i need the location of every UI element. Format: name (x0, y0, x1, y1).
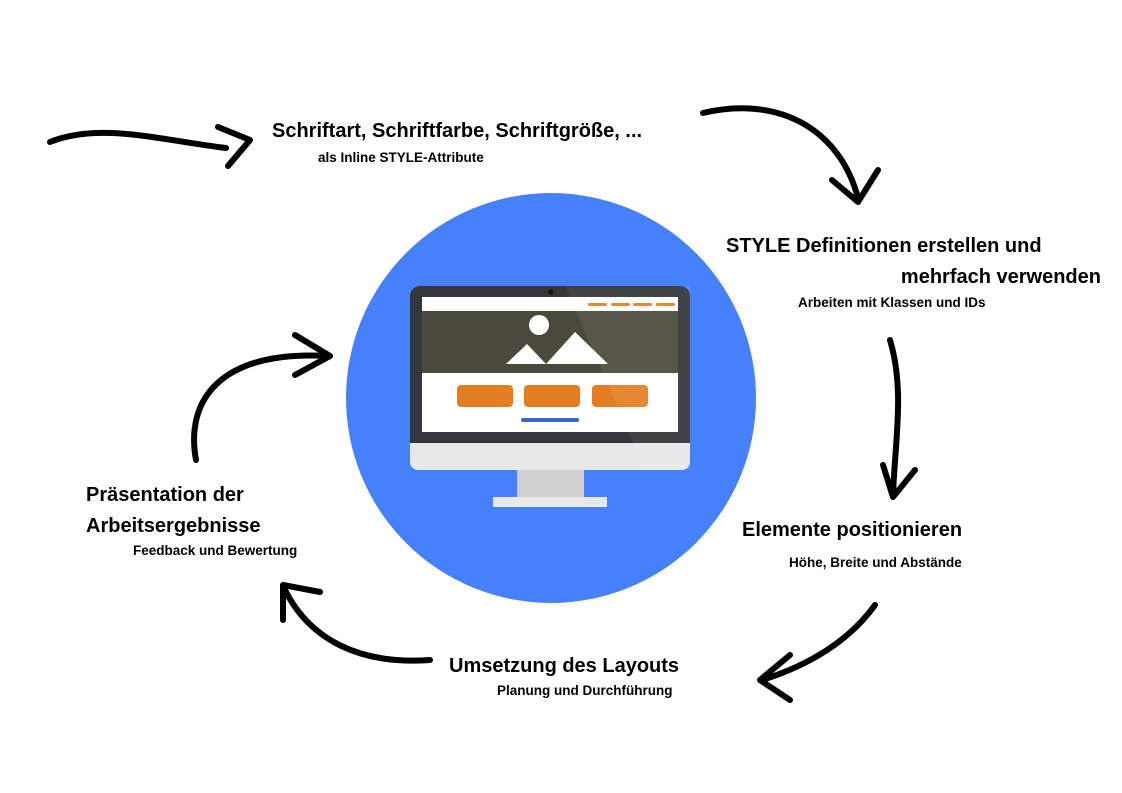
arrow-3 (880, 337, 918, 500)
step-5-title-line1: Präsentation der (86, 484, 244, 506)
step-2-subtitle: Arbeiten mit Klassen und IDs (798, 295, 986, 310)
step-3-subtitle: Höhe, Breite und Abstände (789, 555, 962, 570)
step-5-subtitle: Feedback und Bewertung (133, 543, 298, 558)
step-2-title-line2: mehrfach verwenden (900, 266, 1101, 288)
step-1-title: Schriftart, Schriftfarbe, Schriftgröße, … (272, 120, 643, 142)
step-5-title-line2: Arbeitsergebnisse (86, 515, 261, 537)
step-1-subtitle: als Inline STYLE-Attribute (318, 150, 484, 165)
step-4-title: Umsetzung des Layouts (449, 655, 680, 677)
monitor-icon (410, 286, 690, 507)
step-2-title-line1: STYLE Definitionen erstellen und (726, 235, 1042, 257)
arrow-2 (700, 105, 881, 205)
arrow-4 (757, 602, 878, 703)
arrow-1 (47, 124, 253, 169)
step-4-subtitle: Planung und Durchführung (497, 683, 673, 698)
arrow-6 (191, 332, 333, 463)
step-3-title: Elemente positionieren (742, 519, 963, 541)
arrow-5 (280, 582, 433, 664)
